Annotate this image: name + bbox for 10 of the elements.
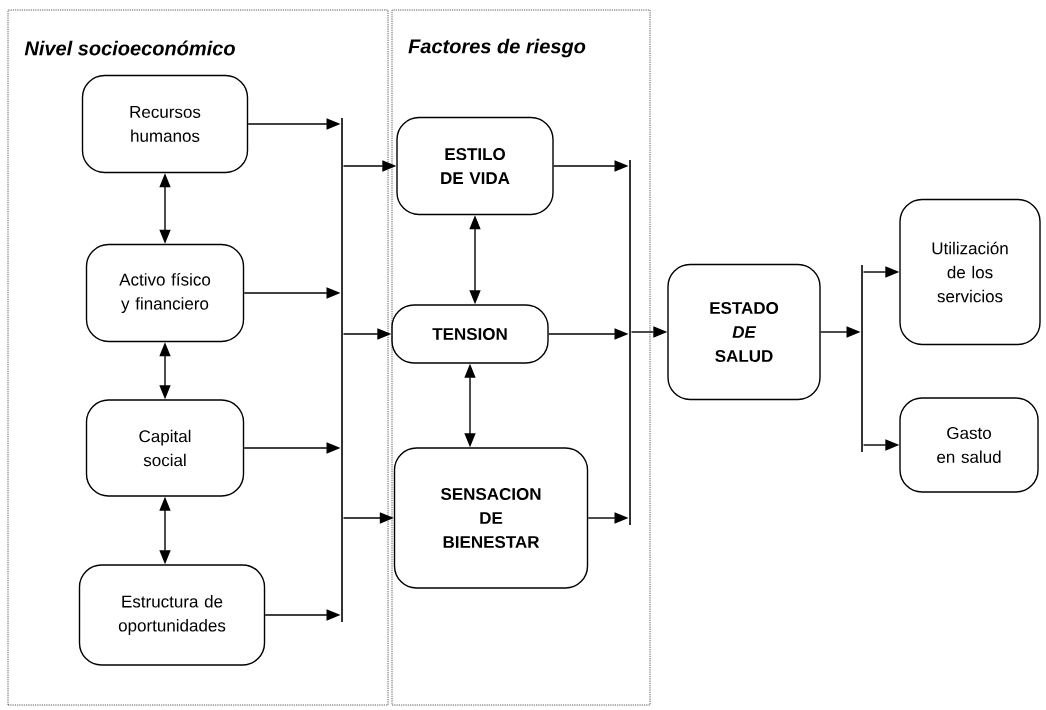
rounded-box: Recursos humanos: [81, 74, 249, 174]
rounded-box: Utilización de los servicios: [899, 198, 1041, 346]
rounded-box: ESTILO DE VIDA: [396, 116, 554, 216]
rounded-box: Activo físico y financiero: [85, 243, 245, 343]
rounded-box: SENSACION DE BIENESTAR: [393, 447, 589, 589]
rounded-box: TENSION: [391, 304, 549, 364]
rounded-box: ESTADO DE SALUD: [667, 263, 821, 401]
rounded-box: Estructura de oportunidades: [78, 564, 266, 666]
rounded-box: Gasto en salud: [899, 397, 1039, 493]
rounded-box: Capital social: [85, 399, 245, 497]
